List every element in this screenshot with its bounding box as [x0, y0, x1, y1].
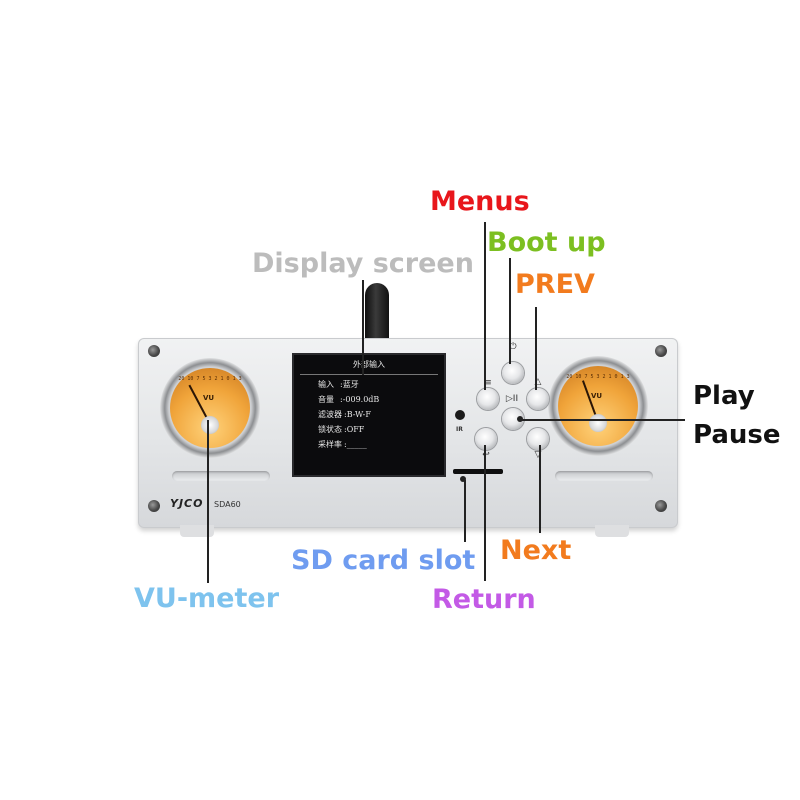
vu-meter-right-face: [558, 366, 638, 446]
vu-meter-left-face: [170, 368, 250, 448]
screen-row: 滤波器:B-W-F: [318, 410, 371, 419]
label-next: Next: [500, 535, 572, 566]
screen-row: 采样率:_____: [318, 440, 367, 449]
display-screen: 外部输入 输入:蓝牙 音量:-009.0dB 滤波器:B-W-F 锁状态:OFF…: [292, 353, 446, 477]
sd-card-slot[interactable]: [453, 469, 503, 474]
boot-up-button[interactable]: [502, 362, 524, 384]
screen-row: 输入:蓝牙: [318, 380, 359, 389]
callout-line-next: [539, 445, 541, 533]
menu-button[interactable]: [477, 388, 499, 410]
ir-receiver: [455, 410, 465, 420]
callout-line-display: [362, 280, 364, 375]
screw-icon: [655, 500, 667, 512]
play-pause-button[interactable]: [502, 408, 524, 430]
callout-pin: [517, 416, 523, 422]
label-prev: PREV: [515, 269, 595, 300]
power-icon: ⏻: [509, 342, 517, 352]
callout-line-prev: [535, 307, 537, 390]
menu-glyph: ≡: [484, 378, 492, 388]
label-boot-up: Boot up: [487, 227, 606, 258]
play-pause-icon: ▷II: [505, 394, 519, 404]
vu-meter-left-label: VU: [203, 394, 215, 402]
brand-logo: YJCO: [170, 497, 204, 510]
vu-meter-left-scale: 20 10 7 5 3 2 1 0 1 3: [178, 376, 242, 382]
return-icon: ↩: [475, 450, 497, 460]
label-pause: Pause: [693, 420, 781, 450]
device-foot-left: [180, 525, 214, 537]
callout-pin: [460, 476, 466, 482]
ir-label: IR: [456, 426, 463, 433]
screen-title: 外部输入: [353, 360, 385, 369]
screw-icon: [148, 345, 160, 357]
label-menus: Menus: [430, 186, 530, 217]
vu-meter-right-label: VU: [591, 392, 603, 400]
model-name: SDA60: [214, 500, 241, 509]
screen-rows: 输入:蓝牙 音量:-009.0dB 滤波器:B-W-F 锁状态:OFF 采样率:…: [294, 379, 444, 454]
label-vu-meter: VU-meter: [134, 583, 280, 614]
callout-line-vu-meter: [207, 420, 209, 583]
next-button[interactable]: [527, 428, 549, 450]
callout-line-return: [484, 445, 486, 581]
panel-groove-right: [555, 471, 653, 481]
panel-groove-left: [172, 471, 270, 481]
vu-meter-right-scale: 20 10 7 5 3 2 1 0 1 3: [566, 374, 630, 380]
next-icon: ▽: [534, 450, 542, 460]
label-sd-card-slot: SD card slot: [291, 545, 476, 576]
screen-row: 锁状态:OFF: [318, 425, 365, 434]
label-display-screen: Display screen: [252, 248, 474, 279]
screen-row: 音量:-009.0dB: [318, 395, 380, 404]
prev-button[interactable]: [527, 388, 549, 410]
return-button[interactable]: [475, 428, 497, 450]
screw-icon: [148, 500, 160, 512]
label-play: Play: [693, 381, 755, 411]
prev-icon: △: [534, 377, 542, 387]
device-foot-right: [595, 525, 629, 537]
label-return: Return: [432, 584, 536, 615]
vu-meter-left-hub: [201, 416, 219, 434]
callout-line-sd-slot: [464, 480, 466, 542]
screw-icon: [655, 345, 667, 357]
callout-line-play-pause: [520, 419, 685, 421]
callout-line-menus: [484, 222, 486, 390]
callout-line-boot-up: [509, 258, 511, 364]
screen-divider: [300, 374, 438, 375]
vu-meter-right-hub: [589, 414, 607, 432]
